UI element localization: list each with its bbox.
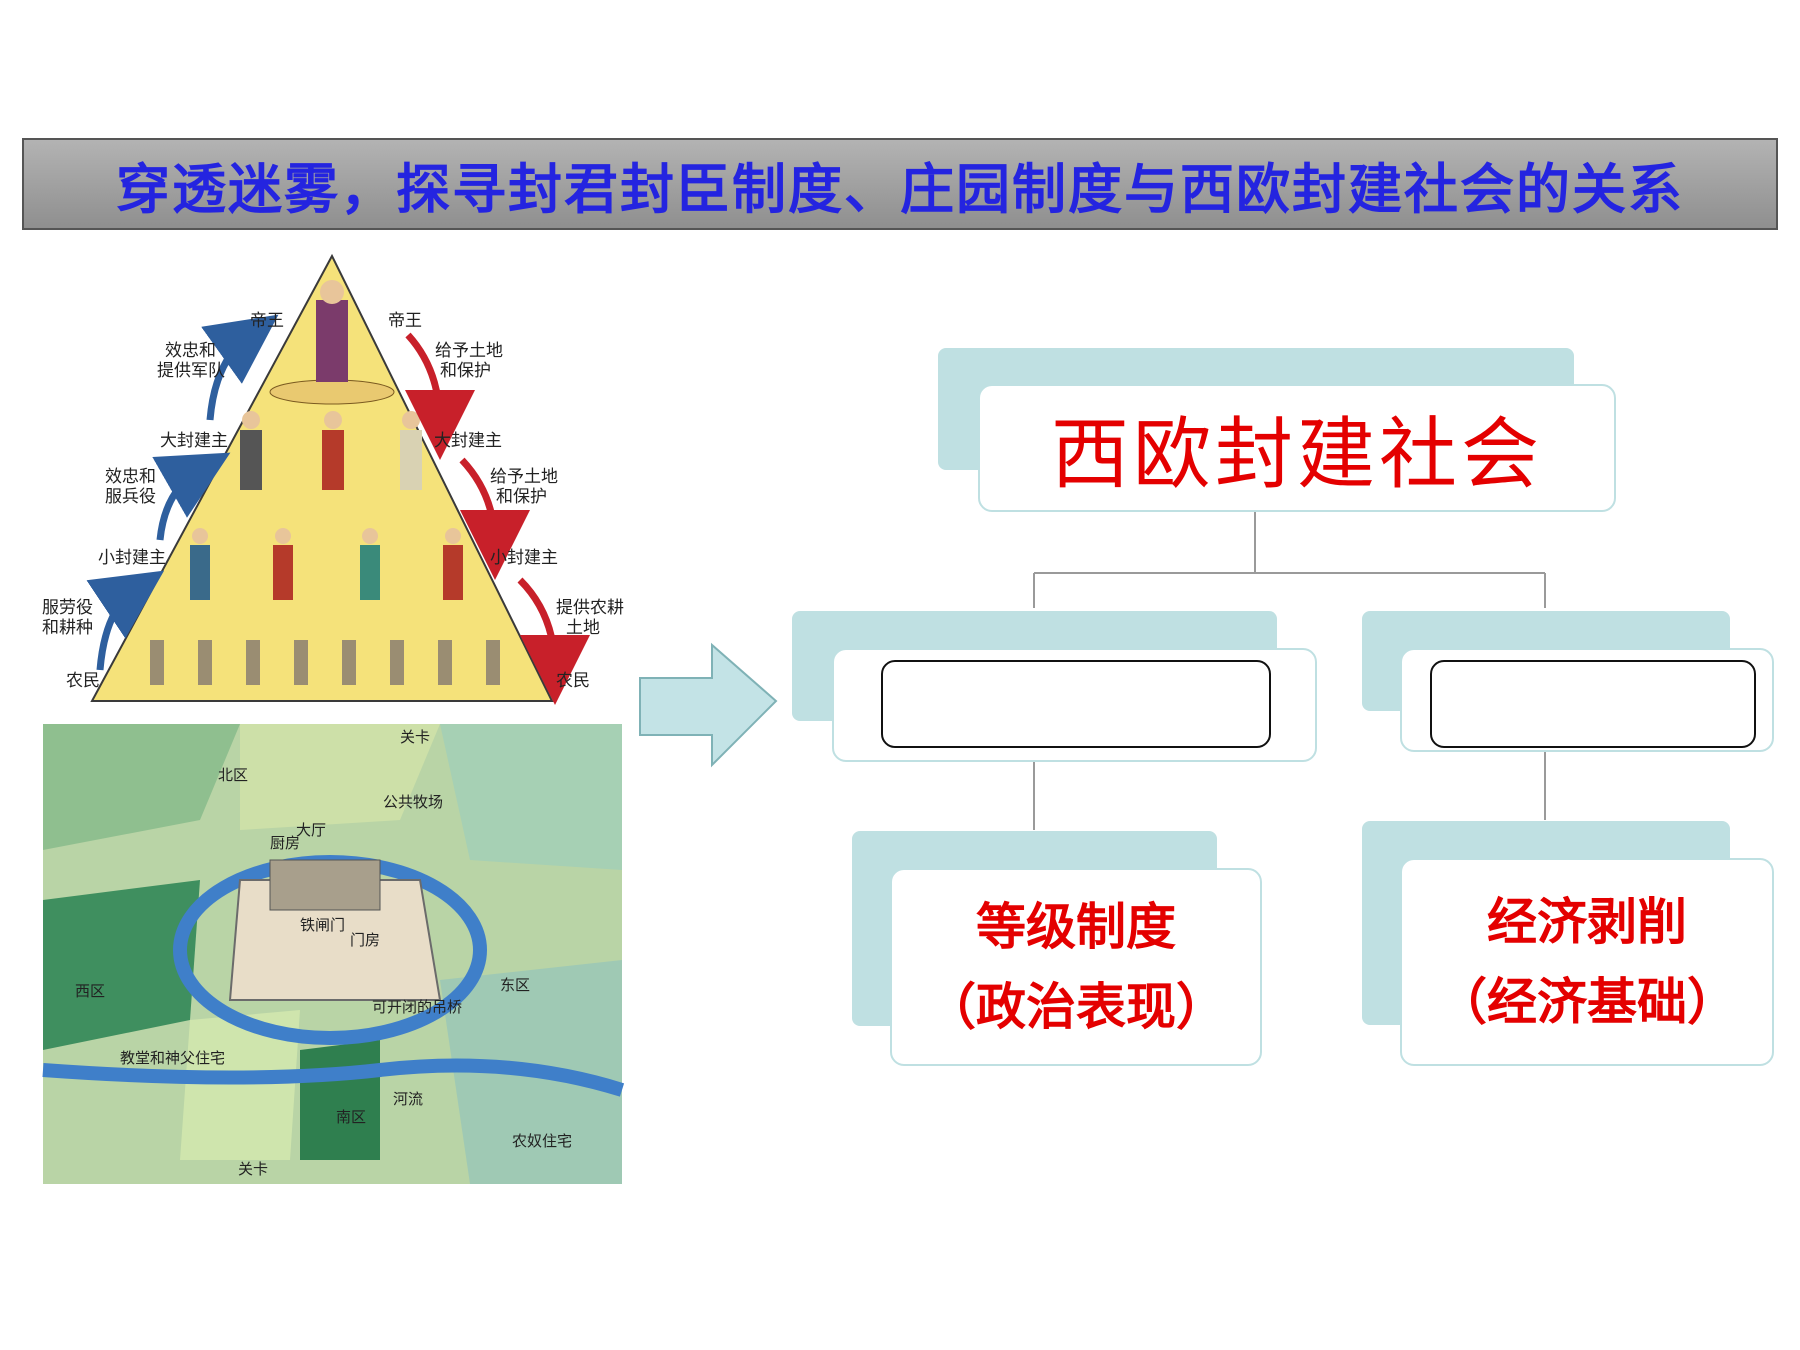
map-label: 农奴住宅 <box>512 1132 572 1150</box>
pyramid-label: 效忠和 <box>105 467 156 487</box>
slide-title: 穿透迷雾，探寻封君封臣制度、庄园制度与西欧封建社会的关系 <box>116 157 1684 221</box>
map-label: 东区 <box>500 976 530 994</box>
map-label: 铁闸门 <box>300 916 345 934</box>
pyramid-label: 大封建主 <box>434 431 502 451</box>
castle-keep <box>269 859 381 911</box>
field-west <box>43 880 200 1050</box>
map-label: 西区 <box>75 982 105 1000</box>
map-label: 门房 <box>350 931 380 949</box>
pyramid-label: 效忠和 <box>165 341 216 361</box>
down-arrow-3 <box>517 577 590 705</box>
pyramid-label: 和耕种 <box>42 618 93 638</box>
right-leaf-title: 经济剥削 <box>1487 893 1687 951</box>
field-sw <box>180 1010 300 1160</box>
map-label: 厨房 <box>270 834 300 852</box>
right-leaf-node: 经济剥削 （经济基础） <box>1400 858 1774 1066</box>
left-leaf-node: 等级制度 （政治表现） <box>890 868 1262 1066</box>
pyramid-label: 帝王 <box>388 311 422 331</box>
pyramid-label: 小封建主 <box>98 548 166 568</box>
pyramid-label: 服劳役 <box>42 598 93 618</box>
pyramid-label: 给予土地 <box>490 467 558 487</box>
peasants-tier <box>150 640 500 685</box>
vassals-tier <box>190 528 463 600</box>
title-bar: 穿透迷雾，探寻封君封臣制度、庄园制度与西欧封建社会的关系 <box>22 138 1778 230</box>
down-arrow-1 <box>404 332 475 460</box>
pyramid-label: 帝王 <box>250 311 284 331</box>
map-label: 南区 <box>336 1108 366 1126</box>
pyramid-label: 提供农耕 <box>556 598 624 618</box>
root-node: 西欧封建社会 <box>978 384 1616 512</box>
pyramid-label: 土地 <box>566 618 600 638</box>
up-arrow-1 <box>86 570 165 671</box>
pyramid-label: 服兵役 <box>105 487 156 507</box>
map-label: 河流 <box>393 1090 423 1108</box>
pyramid-label: 农民 <box>66 671 100 691</box>
map-label: 可开闭的吊桥 <box>372 998 462 1016</box>
map-label: 关卡 <box>238 1160 268 1178</box>
pyramid-label: 给予土地 <box>435 341 503 361</box>
left-leaf-subtitle: （政治表现） <box>926 978 1226 1036</box>
pyramid-label: 大封建主 <box>160 431 228 451</box>
field-north <box>240 724 440 830</box>
middle-left-blank-slot[interactable] <box>881 660 1271 748</box>
right-leaf-subtitle: （经济基础） <box>1437 973 1737 1031</box>
root-node-label: 西欧封建社会 <box>1050 410 1543 500</box>
pyramid-label: 农民 <box>556 671 590 691</box>
map-label: 关卡 <box>400 728 430 746</box>
left-leaf-title: 等级制度 <box>976 898 1176 956</box>
pyramid-label: 和保护 <box>496 487 547 507</box>
field-pasture <box>440 724 622 870</box>
field-nw <box>43 724 240 850</box>
river <box>42 1058 625 1097</box>
pyramid-label: 提供军队 <box>157 361 225 381</box>
up-arrow-3 <box>201 314 279 421</box>
pyramid-label: 和保护 <box>440 361 491 381</box>
down-arrow-2 <box>459 457 530 580</box>
map-label: 大厅 <box>296 821 326 839</box>
king-figure <box>316 280 348 382</box>
map-label: 教堂和神父住宅 <box>120 1049 225 1067</box>
map-label: 公共牧场 <box>383 793 443 811</box>
up-arrow-2 <box>152 452 231 541</box>
pyramid-label: 小封建主 <box>490 548 558 568</box>
middle-right-blank-slot[interactable] <box>1430 660 1756 748</box>
map-label: 北区 <box>218 766 248 784</box>
